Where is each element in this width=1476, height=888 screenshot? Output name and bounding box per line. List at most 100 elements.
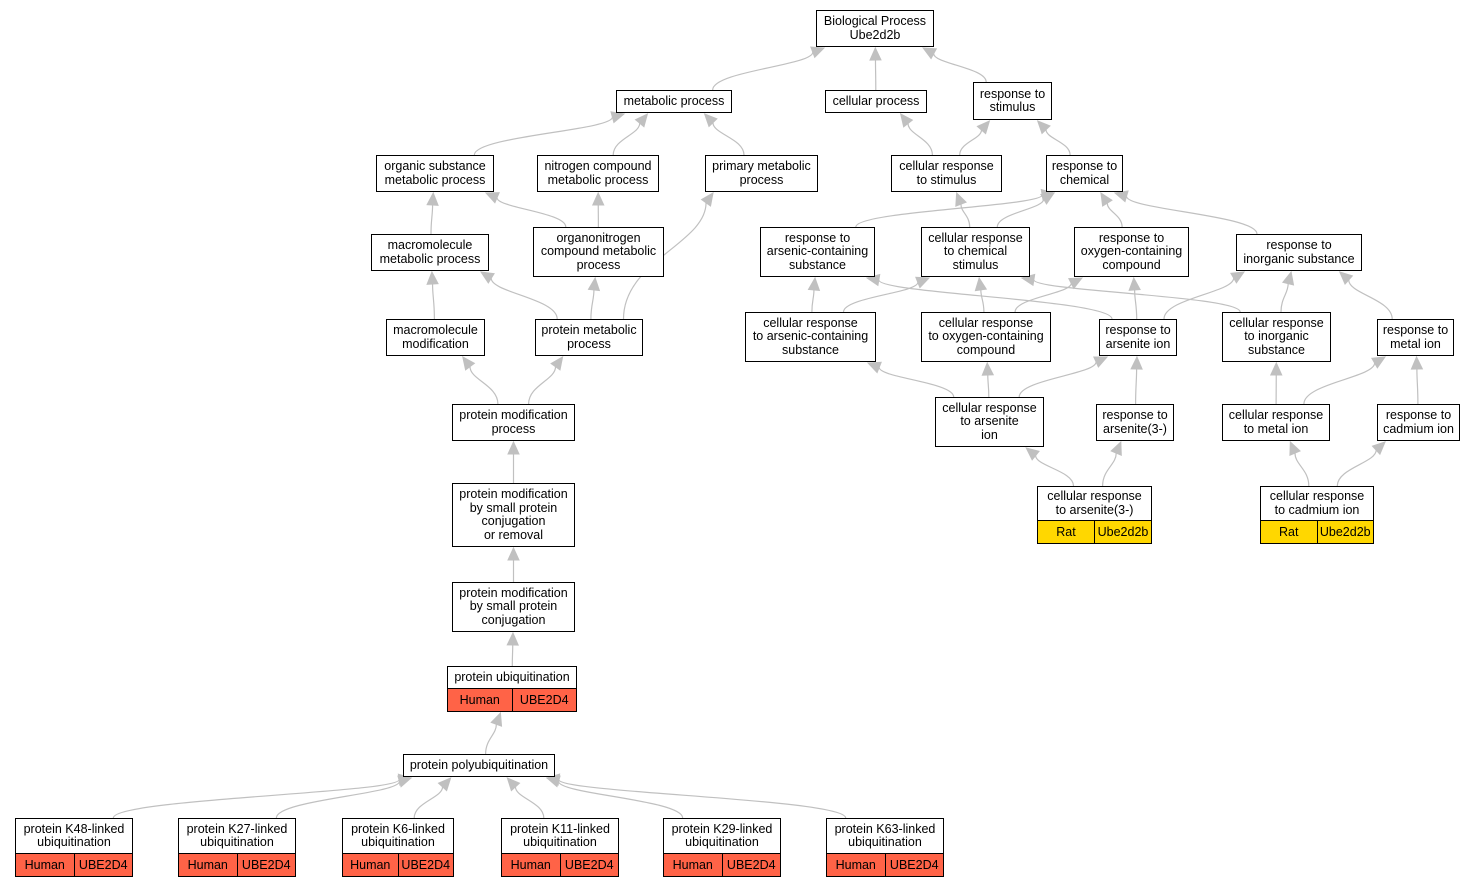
go-term-node[interactable]: cellular response to arsenic-containing … [745, 312, 876, 362]
edge-line [1033, 279, 1241, 313]
edge-line [1014, 283, 1072, 313]
go-term-node[interactable]: protein modification by small protein co… [452, 483, 575, 547]
go-term-node[interactable]: cellular response to inorganic substance [1222, 312, 1331, 362]
edge-line [842, 282, 919, 313]
edge-arrowhead [1130, 355, 1143, 370]
edge-arrowhead [397, 775, 413, 788]
edge-arrowhead [1093, 356, 1109, 368]
edge-arrowhead [634, 113, 649, 128]
edge-arrowhead [462, 356, 476, 371]
edge-line [622, 202, 707, 320]
go-term-label: cellular response to arsenic-containing … [752, 315, 869, 357]
species-label: Human [672, 858, 713, 872]
edge-line [514, 786, 545, 819]
go-term-node[interactable]: organic substance metabolic process [376, 155, 494, 192]
go-term-label: protein K63-linked ubiquitination [834, 821, 936, 849]
species-label: Human [187, 858, 228, 872]
gene-label: UBE2D4 [721, 854, 781, 876]
gene-label: UBE2D4 [73, 854, 133, 876]
edge-line [430, 204, 434, 235]
edge-line [1280, 283, 1289, 313]
edge-line [1102, 453, 1117, 487]
go-term-node[interactable]: response to arsenic-containing substance [760, 227, 875, 277]
go-term-node[interactable]: response to cadmium ion [1377, 404, 1460, 441]
go-term-node[interactable]: primary metabolic process [705, 155, 818, 192]
edge-arrowhead [1338, 271, 1354, 286]
go-term-label: protein polyubiquitination [409, 757, 549, 772]
go-term-node[interactable]: protein polyubiquitination [403, 754, 555, 777]
go-term-label: protein K27-linked ubiquitination [186, 821, 288, 849]
go-term-label: metabolic process [623, 93, 725, 108]
go-term-node[interactable]: response to metal ion [1377, 319, 1454, 356]
edge-line [112, 779, 400, 819]
go-term-node[interactable]: response to oxygen-containing compound [1074, 227, 1189, 277]
edge-line [1018, 361, 1097, 398]
go-term-node[interactable]: response to arsenite ion [1099, 319, 1177, 356]
go-term-node[interactable]: Biological Process Ube2d2b [816, 10, 934, 47]
go-term-label: cellular response to cadmium ion [1269, 489, 1365, 517]
go-term-node[interactable]: response to arsenite(3-) [1096, 404, 1174, 441]
go-term-node[interactable]: cellular response to oxygen-containing c… [921, 312, 1051, 362]
edge-line [1303, 362, 1376, 405]
go-term-label: response to metal ion [1382, 323, 1449, 351]
go-term-label: cellular process [832, 93, 920, 108]
edge-arrowhead [610, 111, 626, 124]
go-term-node[interactable]: nitrogen compound metabolic process [537, 155, 659, 192]
go-term-node[interactable]: protein modification process [452, 404, 575, 441]
edge-line [996, 198, 1045, 228]
go-term-node[interactable]: cellular process [825, 90, 927, 113]
edge-line [469, 366, 499, 405]
go-term-label: response to inorganic substance [1243, 238, 1355, 266]
go-term-node[interactable]: protein metabolic process [535, 319, 643, 356]
edge-line [1135, 368, 1138, 405]
edge-line [473, 116, 614, 156]
edge-arrowhead [866, 361, 882, 374]
go-term-node[interactable]: metabolic process [616, 90, 732, 113]
go-term-node[interactable]: cellular response to stimulus [891, 155, 1002, 192]
go-term-label: protein modification process [459, 408, 568, 436]
edge-line [907, 123, 933, 156]
go-term-node[interactable]: macromolecule metabolic process [371, 234, 489, 271]
go-term-node[interactable]: response to inorganic substance [1236, 234, 1362, 271]
edge-line [878, 279, 1113, 320]
go-term-label: response to arsenic-containing substance [766, 230, 869, 272]
go-term-label: cellular response to inorganic substance [1229, 315, 1324, 357]
go-term-node[interactable]: response to chemical [1046, 155, 1123, 192]
edge-arrowhead [550, 356, 564, 371]
go-term-node[interactable]: cellular response to arsenite ion [935, 397, 1044, 447]
go-term-node[interactable]: response to stimulus [973, 82, 1052, 120]
go-term-node[interactable]: cellular response to metal ion [1222, 404, 1330, 441]
go-term-node[interactable]: organonitrogen compound metabolic proces… [533, 227, 664, 277]
edge-line [811, 289, 815, 313]
go-term-label: response to arsenite(3-) [1102, 408, 1168, 436]
go-term-node[interactable]: macromolecule modification [386, 319, 485, 356]
edge-arrowhead [1269, 361, 1283, 376]
go-term-label: protein K48-linked ubiquitination [23, 821, 125, 849]
go-term-label: organonitrogen compound metabolic proces… [540, 230, 657, 272]
go-term-node[interactable]: protein modification by small protein co… [452, 582, 575, 632]
edge-line [980, 289, 985, 313]
go-term-label: nitrogen compound metabolic process [544, 159, 652, 187]
edge-line [413, 786, 444, 819]
go-term-node[interactable]: cellular response to chemical stimulus [921, 227, 1030, 277]
go-term-label: protein ubiquitination [454, 669, 570, 684]
edge-arrowhead [915, 276, 931, 289]
edge-arrowhead [1068, 277, 1084, 290]
go-term-label: response to cadmium ion [1383, 408, 1454, 436]
edge-line [960, 204, 971, 228]
edge-line [1125, 196, 1258, 235]
